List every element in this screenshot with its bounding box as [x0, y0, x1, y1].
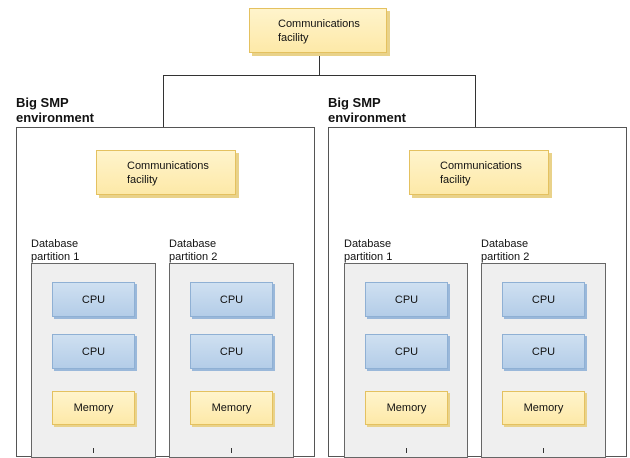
cpu-block: CPU — [52, 282, 135, 317]
database-partition-label: Database partition 1 — [31, 238, 80, 263]
environment-communications-label: Communications facility — [127, 159, 209, 186]
memory-block: Memory — [502, 391, 585, 425]
partition-tick — [231, 448, 232, 453]
partition-tick — [93, 448, 94, 453]
top-communications-facility: Communications facility — [249, 8, 387, 53]
partition-tick — [406, 448, 407, 453]
cpu-block: CPU — [502, 334, 585, 369]
connector-env2-vertical — [475, 75, 476, 150]
connector-top-horizontal — [163, 75, 476, 76]
cpu-block: CPU — [52, 334, 135, 369]
cpu-block: CPU — [190, 334, 273, 369]
database-partition-label: Database partition 2 — [169, 238, 218, 263]
environment-communications-facility: Communications facility — [409, 150, 549, 195]
database-partition-label: Database partition 2 — [481, 238, 530, 263]
memory-block: Memory — [190, 391, 273, 425]
cpu-block: CPU — [365, 334, 448, 369]
connector-top-vertical — [319, 55, 320, 75]
top-communications-label: Communications facility — [278, 17, 360, 44]
environment-label: Big SMP environment — [328, 95, 407, 125]
cpu-block: CPU — [365, 282, 448, 317]
memory-block: Memory — [52, 391, 135, 425]
environment-communications-facility: Communications facility — [96, 150, 236, 195]
cpu-block: CPU — [502, 282, 585, 317]
memory-block: Memory — [365, 391, 448, 425]
cpu-block: CPU — [190, 282, 273, 317]
environment-communications-label: Communications facility — [440, 159, 522, 186]
environment-label: Big SMP environment — [16, 95, 95, 125]
partition-tick — [543, 448, 544, 453]
connector-env1-vertical — [163, 75, 164, 150]
database-partition-label: Database partition 1 — [344, 238, 393, 263]
